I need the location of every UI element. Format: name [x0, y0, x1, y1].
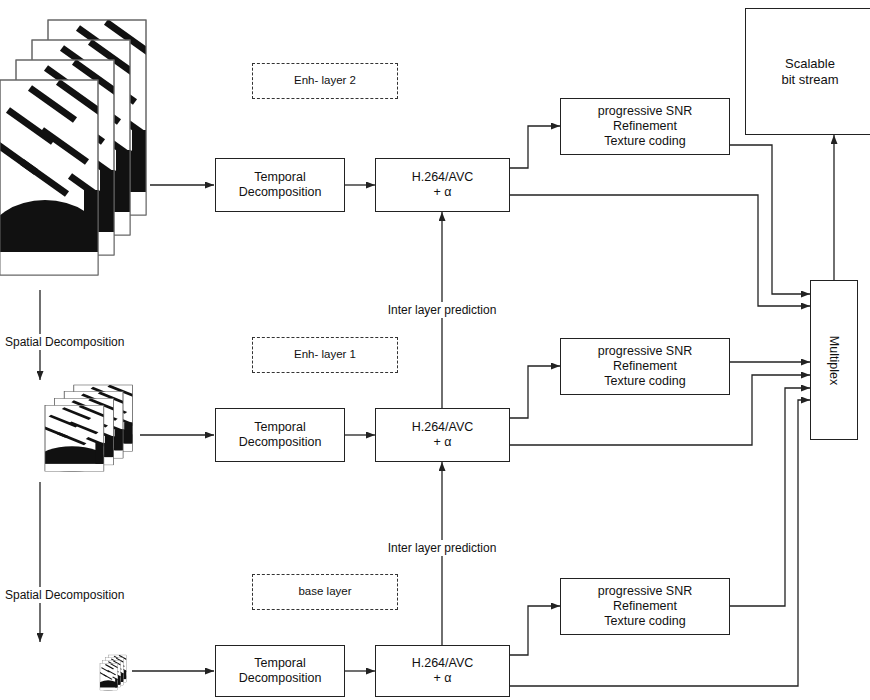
connector-arrow	[345, 184, 375, 185]
connector-arrow	[510, 400, 810, 686]
layer-name: Enh- layer 1	[294, 348, 356, 362]
process-box: Temporal Decomposition	[215, 158, 345, 212]
step-label: Spatial Decomposition	[2, 587, 127, 603]
connector-arrow	[730, 388, 810, 606]
multiplex-name: Multiplex	[827, 335, 842, 384]
layer-tag: base layer	[252, 574, 398, 610]
refinement-box: progressive SNR Refinement Texture codin…	[560, 338, 730, 395]
refinement-box: progressive SNR Refinement Texture codin…	[560, 98, 730, 155]
codec-box: H.264/AVC + α	[375, 158, 510, 212]
refinement-name: progressive SNR Refinement Texture codin…	[593, 584, 697, 629]
edge-label: Inter layer prediction	[385, 540, 500, 556]
spatial-arrow	[39, 482, 40, 642]
process-box: Temporal Decomposition	[215, 408, 345, 462]
refinement-name: progressive SNR Refinement Texture codin…	[593, 344, 697, 389]
process-name: Temporal Decomposition	[230, 656, 330, 686]
refinement-name: progressive SNR Refinement Texture codin…	[593, 104, 697, 149]
connector-arrow	[730, 361, 810, 362]
frame-stack-small	[98, 655, 128, 691]
codec-name: H.264/AVC + α	[410, 170, 476, 200]
multiplex-box: Multiplex	[810, 280, 858, 440]
refinement-box: progressive SNR Refinement Texture codin…	[560, 578, 730, 635]
step-label: Spatial Decomposition	[2, 334, 127, 350]
codec-name: H.264/AVC + α	[410, 656, 476, 686]
process-box: Temporal Decomposition	[215, 645, 345, 697]
connector-arrow	[730, 145, 810, 294]
process-name: Temporal Decomposition	[230, 170, 330, 200]
connector-arrow	[510, 195, 810, 306]
codec-box: H.264/AVC + α	[375, 408, 510, 462]
frame-stack-large	[0, 20, 153, 276]
edge-label: Inter layer prediction	[385, 302, 500, 318]
input-arrow	[140, 434, 214, 435]
layer-tag: Enh- layer 2	[252, 63, 398, 99]
connector-arrow	[510, 126, 560, 168]
connector-arrow	[510, 366, 560, 418]
output-box: Scalable bit stream	[745, 8, 870, 135]
layer-name: Enh- layer 2	[294, 74, 356, 88]
process-name: Temporal Decomposition	[230, 420, 330, 450]
connector-arrow	[510, 606, 560, 655]
output-name: Scalable bit stream	[779, 56, 841, 87]
codec-name: H.264/AVC + α	[410, 420, 476, 450]
layer-tag: Enh- layer 1	[252, 337, 398, 373]
connector-arrow	[345, 434, 375, 435]
input-arrow	[132, 670, 214, 671]
frame-stack-medium	[38, 385, 136, 472]
input-arrow	[150, 184, 214, 185]
connector-arrow	[833, 135, 834, 280]
codec-box: H.264/AVC + α	[375, 645, 510, 697]
connector-arrow	[345, 670, 375, 671]
layer-name: base layer	[298, 585, 351, 599]
